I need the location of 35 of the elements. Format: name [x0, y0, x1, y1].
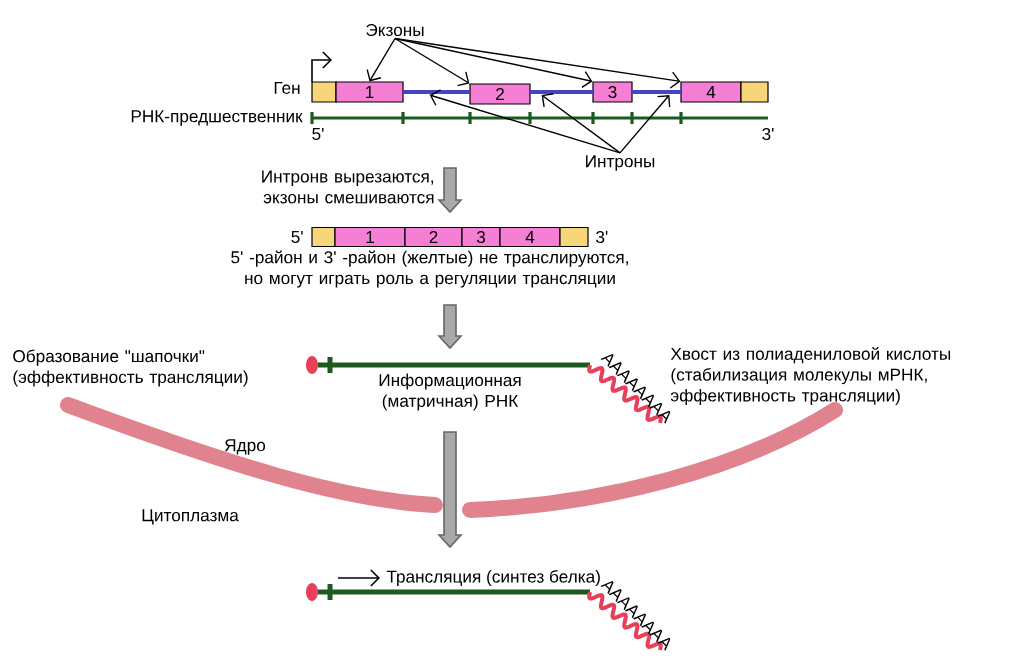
leader-arrow — [366, 37, 396, 82]
label-text: Ядро — [225, 439, 266, 455]
leader-arrow — [429, 89, 621, 154]
exon-box: 1 — [334, 226, 406, 248]
label-text: Образование "шапочки" (эффективность трансляции) — [13, 349, 248, 387]
utr-box — [559, 226, 589, 248]
exon-box: 4 — [499, 226, 561, 248]
exon-box: 4 — [680, 81, 742, 103]
leader-arrow — [619, 95, 671, 154]
label-text: 3' — [596, 230, 608, 244]
label-text: 5' -район и 3' -район (желтые) не транслируются, но могут играть роль а регуляции трансляции — [231, 250, 628, 288]
utr-box — [740, 81, 769, 103]
utr-box — [311, 81, 337, 103]
exon-box: 3 — [592, 81, 633, 103]
label-text: Информационная (матричная) РНК — [379, 373, 521, 411]
label-text: Хвост из полиадениловой кислоты (стабилизация молекулы мРНК, эффективность трансляции) — [670, 347, 951, 405]
leader-arrow — [394, 37, 681, 89]
exon-box: 1 — [335, 81, 404, 103]
utr-box — [311, 226, 336, 248]
leader-arrow — [541, 93, 621, 154]
heading-text: Экзоны — [366, 23, 424, 37]
label-text: РНК-предшественник — [131, 110, 303, 126]
label-text: Трансляция (синтез белка) — [386, 569, 600, 587]
label-text: 5' — [291, 231, 303, 243]
leader-arrow — [394, 37, 593, 88]
exon-box: 2 — [404, 226, 463, 248]
exon-box: 2 — [469, 83, 531, 105]
label-text: 3' — [762, 127, 774, 141]
label-text: Цитоплазма — [142, 509, 239, 525]
label-text: Ген — [274, 82, 300, 94]
heading-text: Интроны — [586, 155, 655, 171]
label-text: 5' — [312, 128, 324, 140]
label-text: Интронв вырезаются, экзоны смешиваются — [262, 170, 434, 204]
leader-arrow — [394, 37, 470, 87]
exon-box: 3 — [461, 226, 501, 248]
